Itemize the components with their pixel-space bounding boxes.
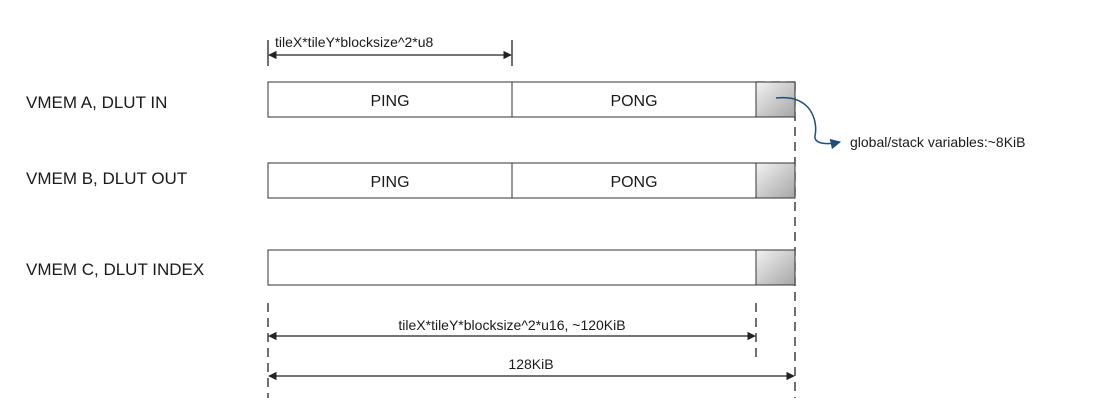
row-vmem-c: VMEM C, DLUT INDEX [26,249,796,286]
reserved-region-b [755,162,796,199]
pong-buffer-a [511,81,757,118]
pong-label-b: PONG [610,174,657,191]
index-buffer-c [267,249,757,286]
reserved-region-a [755,81,796,118]
bottom-dimension-data: tileX*tileY*blocksize^2*u16, ~120KiB [268,317,756,341]
row-label-vmem-c: VMEM C, DLUT INDEX [26,260,204,279]
row-label-vmem-b: VMEM B, DLUT OUT [26,169,187,188]
ping-label-b: PING [370,174,409,191]
callout: global/stack variables:~8KiB [775,97,1026,150]
ping-buffer-b [267,162,513,199]
bottom-dimension-total: 128KiB [268,356,795,381]
row-vmem-a: VMEM A, DLUT IN PING PONG [26,81,796,118]
reserved-region-c [755,249,796,286]
top-dim-label: tileX*tileY*blocksize^2*u8 [275,34,434,50]
row-label-vmem-a: VMEM A, DLUT IN [26,93,167,112]
bottom-dim-label-data: tileX*tileY*blocksize^2*u16, ~120KiB [398,317,625,333]
row-vmem-b: VMEM B, DLUT OUT PING PONG [26,162,796,199]
ping-label-a: PING [370,93,409,110]
ping-buffer-a [267,81,513,118]
bottom-dim-label-total: 128KiB [508,356,553,372]
callout-label: global/stack variables:~8KiB [850,134,1026,150]
top-dimension: tileX*tileY*blocksize^2*u8 [267,34,513,66]
pong-label-a: PONG [610,93,657,110]
callout-arrow [775,97,842,150]
